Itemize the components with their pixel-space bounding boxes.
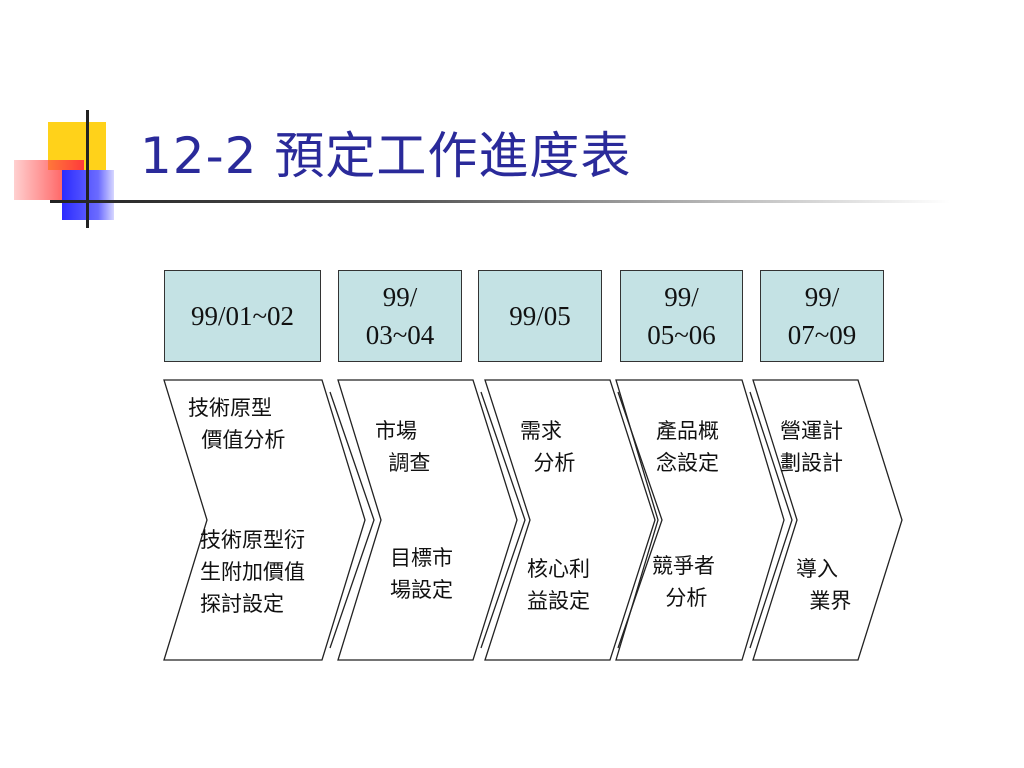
phase-4-task-2: 競爭者 分析 (652, 554, 715, 610)
phase-4-task-1: 產品概 念設定 (656, 419, 719, 475)
phase-3-chevron (484, 379, 656, 661)
phase-3-chevron-shadow (617, 391, 663, 649)
phase-1-date-box: 99/01~02 (164, 270, 321, 362)
phase-2-task-2: 目標市 場設定 (390, 546, 453, 602)
phase-2-date: 99/ 03~04 (365, 282, 435, 350)
logo-vertical-line (86, 110, 89, 228)
phase-4-date-box: 99/ 05~06 (620, 270, 743, 362)
phase-5-task-2: 導入 業界 (796, 557, 852, 613)
phase-3-date-box: 99/05 (478, 270, 602, 362)
phase-3-task-1: 需求 分析 (520, 419, 576, 475)
phase-2-chevron-shadow (480, 391, 526, 649)
phase-5-task-1: 營運計 劃設計 (780, 419, 843, 475)
title-underline (50, 200, 950, 203)
phase-1-chevron-shadow (329, 391, 375, 649)
phase-4-date: 99/ 05~06 (647, 282, 716, 350)
phase-2-task-1: 市場 調查 (375, 419, 431, 475)
phase-2-chevron (337, 379, 518, 661)
phase-5-date-box: 99/ 07~09 (760, 270, 884, 362)
phase-1-task-1: 技術原型 價值分析 (188, 396, 286, 452)
phase-5-chevron (752, 379, 903, 661)
phase-4-chevron (615, 379, 785, 661)
slide-title: 12-2 預定工作進度表 (140, 127, 632, 185)
phase-1-date: 99/01~02 (190, 301, 295, 331)
phase-1-chevron (163, 379, 366, 661)
phase-5-date: 99/ 07~09 (787, 282, 857, 350)
phase-3-date: 99/05 (509, 301, 571, 331)
phase-4-chevron-shadow (749, 391, 793, 649)
phase-1-task-2: 技術原型衍 生附加價值 探討設定 (200, 528, 305, 616)
phase-3-task-2: 核心利 益設定 (527, 557, 590, 613)
phase-2-date-box: 99/ 03~04 (338, 270, 462, 362)
